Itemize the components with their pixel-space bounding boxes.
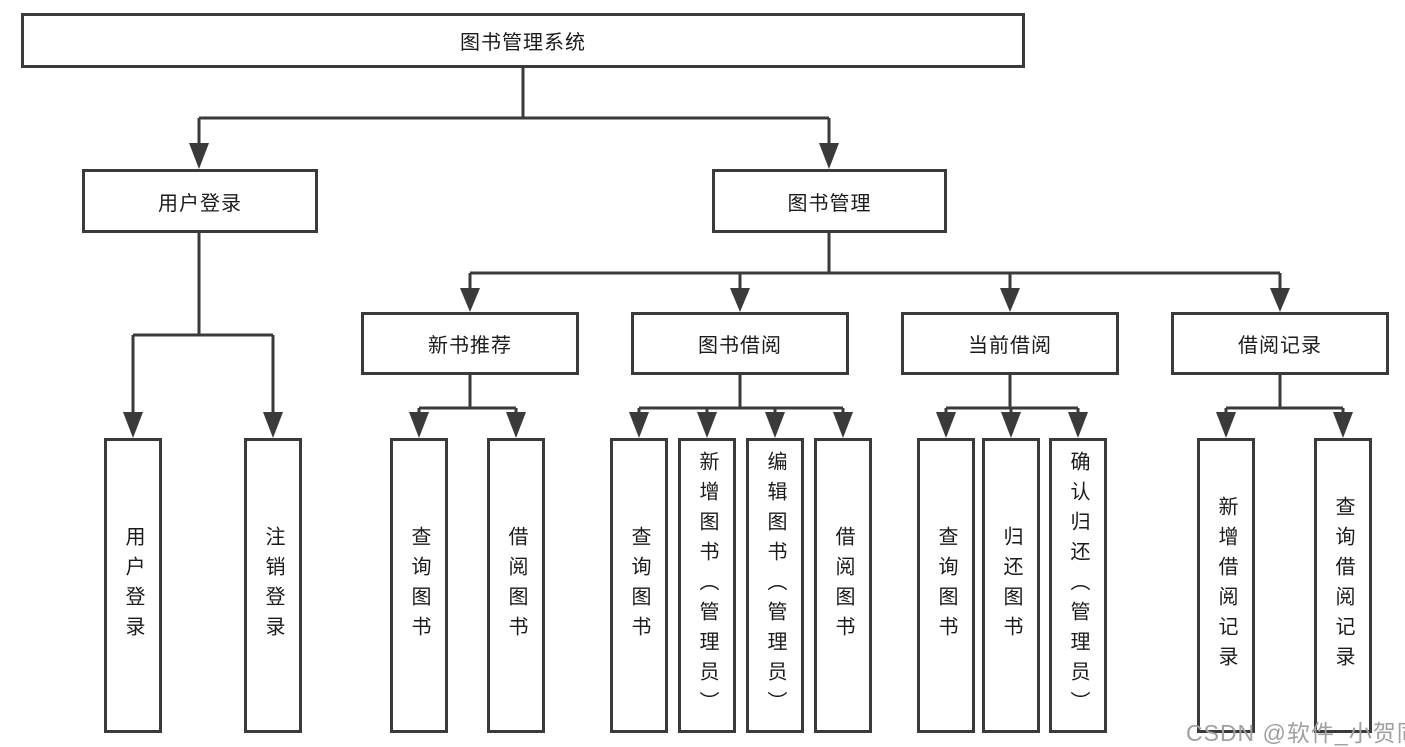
node-book-management: 图书管理: [712, 169, 947, 233]
leaf-return-books-label: 归还图书: [1000, 525, 1022, 646]
connector-new-book-recommendation-to-leaves: [409, 375, 526, 438]
leaf-borrow-books-recommend-label: 借阅图书: [505, 525, 527, 646]
node-current-borrowing: 当前借阅: [901, 312, 1119, 375]
leaf-borrow-books-recommend: 借阅图书: [487, 438, 545, 733]
leaf-add-borrow-record-label: 新增借阅记录: [1215, 495, 1237, 676]
node-root-label: 图书管理系统: [460, 32, 586, 54]
leaf-borrow-books-borrowing-label: 借阅图书: [832, 525, 854, 646]
leaf-add-borrow-record: 新增借阅记录: [1197, 438, 1255, 733]
node-borrowing-records-label: 借阅记录: [1238, 335, 1322, 357]
connector-root-to-level2: [189, 68, 839, 169]
leaf-query-books-recommend-label: 查询图书: [408, 525, 430, 646]
node-borrowing-records: 借阅记录: [1171, 312, 1389, 375]
leaf-borrow-books-borrowing: 借阅图书: [814, 438, 872, 733]
node-root: 图书管理系统: [21, 13, 1025, 68]
leaf-edit-books-admin-label: 编辑图书（管理员）: [764, 450, 786, 721]
leaf-return-books: 归还图书: [982, 438, 1040, 733]
connector-user-login-to-leaves: [123, 233, 283, 438]
leaf-add-books-admin-label: 新增图书（管理员）: [696, 450, 718, 721]
connector-current-borrowing-to-leaves: [936, 375, 1088, 438]
node-current-borrowing-label: 当前借阅: [968, 335, 1052, 357]
leaf-logout: 注销登录: [244, 438, 302, 733]
leaf-add-books-admin: 新增图书（管理员）: [678, 438, 736, 733]
leaf-query-books-current: 查询图书: [917, 438, 975, 733]
connector-borrowing-records-to-leaves: [1216, 375, 1353, 438]
leaf-query-borrow-record-label: 查询借阅记录: [1332, 495, 1354, 676]
leaf-logout-label: 注销登录: [262, 525, 284, 646]
node-book-management-label: 图书管理: [787, 192, 872, 215]
node-user-login-label: 用户登录: [158, 192, 242, 215]
leaf-edit-books-admin: 编辑图书（管理员）: [746, 438, 804, 733]
leaf-query-books-recommend: 查询图书: [390, 438, 448, 733]
connector-book-borrowing-to-leaves: [629, 375, 853, 438]
node-new-book-recommendation: 新书推荐: [361, 312, 579, 375]
leaf-confirm-return-admin-label: 确认归还（管理员）: [1067, 450, 1089, 721]
leaf-query-books-borrowing: 查询图书: [610, 438, 668, 733]
node-new-book-recommendation-label: 新书推荐: [428, 335, 512, 357]
connector-book-management-to-level3: [460, 233, 1290, 312]
leaf-query-books-borrowing-label: 查询图书: [628, 525, 650, 646]
leaf-query-borrow-record: 查询借阅记录: [1314, 438, 1372, 733]
node-user-login: 用户登录: [82, 169, 318, 233]
node-book-borrowing-label: 图书借阅: [698, 335, 782, 357]
node-book-borrowing: 图书借阅: [631, 312, 849, 375]
leaf-confirm-return-admin: 确认归还（管理员）: [1049, 438, 1107, 733]
leaf-user-login: 用户登录: [104, 438, 162, 733]
leaf-user-login-label: 用户登录: [122, 525, 144, 646]
csdn-watermark: CSDN @软件_小贺同学: [1186, 720, 1405, 746]
leaf-query-books-current-label: 查询图书: [935, 525, 957, 646]
